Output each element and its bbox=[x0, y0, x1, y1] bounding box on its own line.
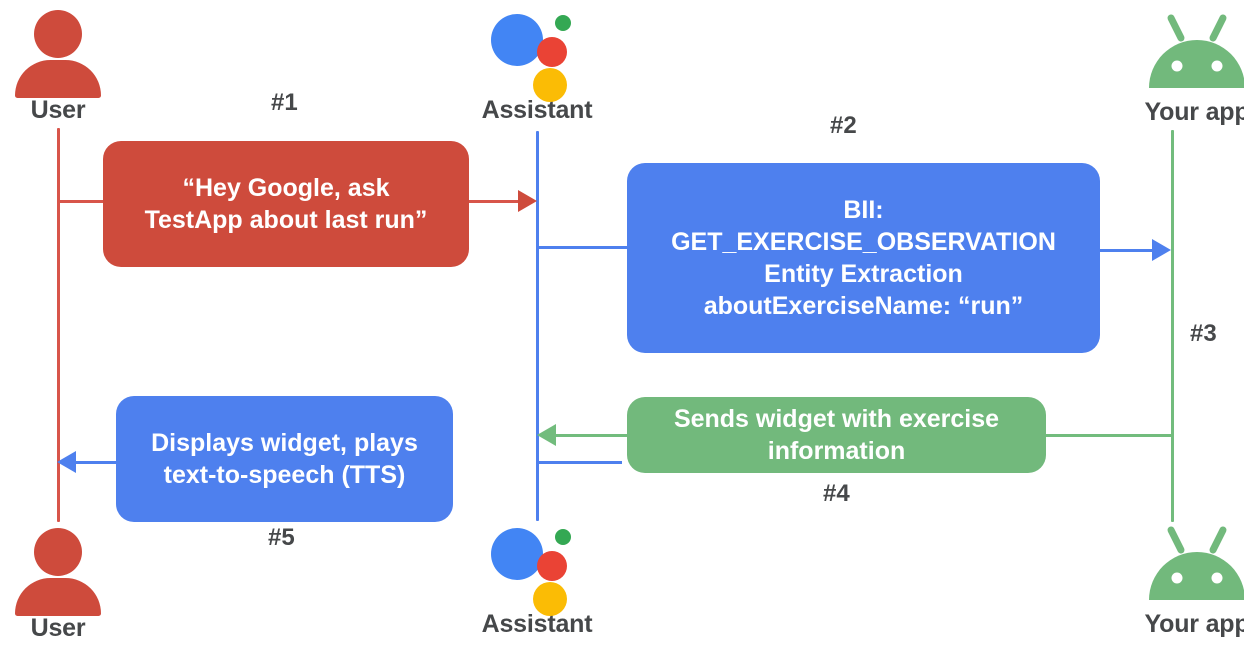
user-person-icon bbox=[15, 10, 101, 98]
actor-your-app-bottom: Your app bbox=[1117, 524, 1244, 637]
actor-label-user-bottom: User bbox=[30, 614, 86, 642]
connector-your-app-to-message-4 bbox=[1043, 434, 1173, 437]
step-label-3: #3 bbox=[1190, 320, 1217, 347]
message-box-2-bii: BII: GET_EXERCISE_OBSERVATION Entity Ext… bbox=[627, 163, 1100, 353]
actor-user-bottom: User bbox=[0, 528, 138, 641]
step-label-4: #4 bbox=[823, 480, 850, 507]
actor-label-assistant-top: Assistant bbox=[481, 96, 593, 124]
message-box-5-text: Displays widget, plays text-to-speech (T… bbox=[151, 429, 418, 489]
connector-assistant-to-message-5 bbox=[536, 461, 622, 464]
actor-your-app-top: Your app bbox=[1117, 12, 1244, 125]
message-box-5-displays-widget: Displays widget, plays text-to-speech (T… bbox=[116, 396, 453, 522]
step-label-2: #2 bbox=[830, 112, 857, 139]
arrowhead-message-3 bbox=[1152, 239, 1171, 261]
google-assistant-icon bbox=[491, 10, 583, 102]
arrowhead-message-1 bbox=[518, 190, 537, 212]
step-label-1: #1 bbox=[271, 89, 298, 116]
android-robot-icon bbox=[1141, 12, 1244, 100]
connector-message-1-to-assistant bbox=[468, 200, 520, 203]
message-box-4-text: Sends widget with exercise information bbox=[673, 405, 1000, 465]
actor-label-your-app-bottom: Your app bbox=[1144, 610, 1244, 638]
message-box-4-sends-widget: Sends widget with exercise information bbox=[627, 397, 1046, 473]
actor-label-user-top: User bbox=[30, 96, 86, 124]
lifeline-your-app bbox=[1171, 130, 1174, 522]
user-person-icon bbox=[15, 528, 101, 616]
actor-label-your-app-top: Your app bbox=[1144, 98, 1244, 126]
message-box-1-user-request: “Hey Google, ask TestApp about last run” bbox=[103, 141, 469, 267]
connector-message-2-to-your-app bbox=[1097, 249, 1153, 252]
connector-assistant-to-message-2 bbox=[536, 246, 631, 249]
arrowhead-message-5 bbox=[57, 451, 76, 473]
message-box-2-text: BII: GET_EXERCISE_OBSERVATION Entity Ext… bbox=[671, 196, 1056, 320]
google-assistant-icon bbox=[491, 524, 583, 616]
connector-message-5-to-user bbox=[76, 461, 120, 464]
actor-assistant-bottom: Assistant bbox=[457, 524, 617, 637]
android-robot-icon bbox=[1141, 524, 1244, 612]
step-label-5: #5 bbox=[268, 524, 295, 551]
lifeline-user bbox=[57, 128, 60, 522]
actor-assistant-top: Assistant bbox=[457, 10, 617, 123]
connector-message-4-to-assistant bbox=[556, 434, 632, 437]
lifeline-assistant bbox=[536, 131, 539, 521]
message-box-1-text: “Hey Google, ask TestApp about last run” bbox=[144, 174, 428, 234]
actor-user-top: User bbox=[0, 10, 138, 123]
actor-label-assistant-bottom: Assistant bbox=[481, 610, 593, 638]
arrowhead-message-4 bbox=[537, 424, 556, 446]
connector-user-to-message-1 bbox=[57, 200, 109, 203]
